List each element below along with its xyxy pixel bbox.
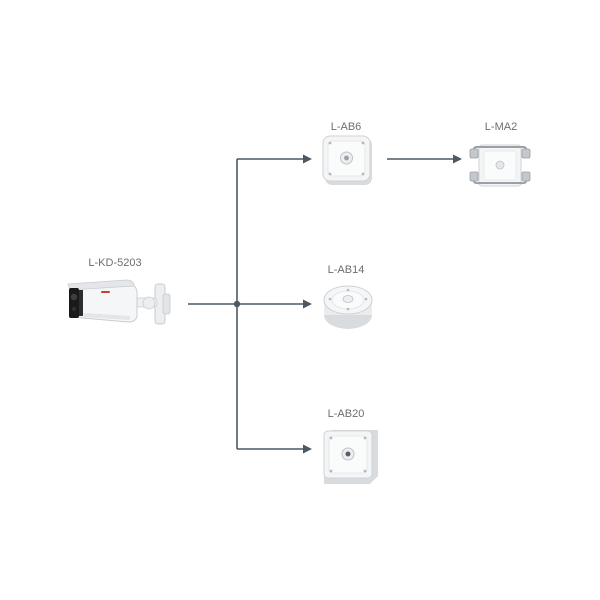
junction-node [233,300,241,308]
bullet-camera-icon [67,279,171,325]
pole-mount-ma2-label: L-MA2 [485,121,517,133]
junction-box-round-icon [323,285,373,329]
arrow-head-ma2 [453,154,462,164]
junction-box-large-icon [323,430,378,484]
junction-box-ab14-label: L-AB14 [328,264,365,276]
arrow-head-ab20 [303,444,312,454]
junction-box-ab6-label: L-AB6 [331,121,362,133]
pole-mount-bracket-icon [469,144,531,187]
arrow-head-ab6 [303,154,312,164]
connector-lines [188,154,462,454]
junction-box-ab20-label: L-AB20 [328,408,365,420]
arrow-head-ab14 [303,299,312,309]
junction-box-square-icon [322,135,372,185]
camera-model-label: L-KD-5203 [88,257,141,269]
